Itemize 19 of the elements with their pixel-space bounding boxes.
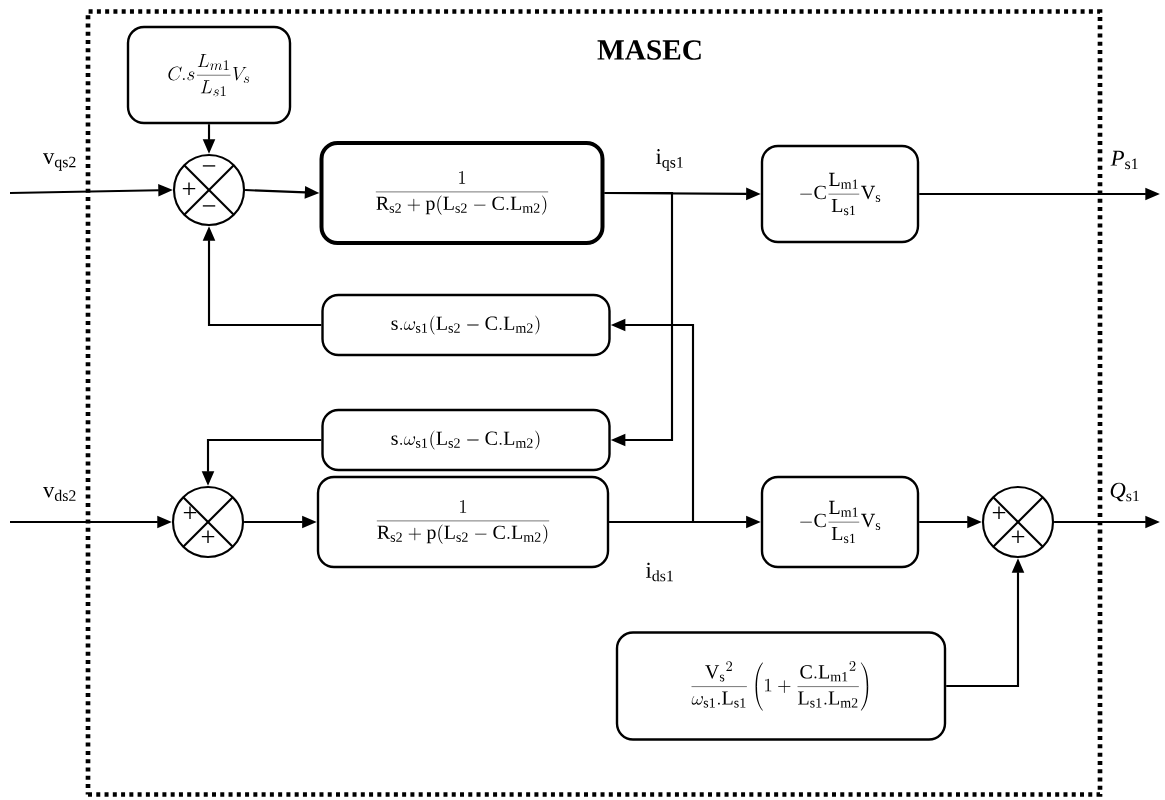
block-box: $-\mathrm{C}\frac{\mathrm{L_{m1}}}{\mathrm{L_{s1}}}\mathrm{V_s}$ (760, 475, 920, 569)
signal-label: v$_{qs2}$ (41, 152, 79, 172)
block-box: $\frac{1}{\mathrm{R_{s2}}+\mathrm{p}(\mathrm{L_{s2}}-\mathrm{C.L_{m2}})}$ (316, 475, 610, 569)
signal-label: Q$_{s1}$ (1108, 481, 1142, 503)
block-box: $\frac{1}{\mathrm{R_{s2}}+\mathrm{p}(\mathrm{L_{s2}}-\mathrm{C.L_{m2}})}$ (319, 141, 605, 245)
block-box: $\mathrm{s}.\omega_{\mathrm{s1}}(\mathrm{L_{s2}}-\mathrm{C.L_{m2}})$ (321, 293, 611, 357)
title: MASEC (597, 40, 701, 60)
block-box: $-\mathrm{C}\frac{\mathrm{L_{m1}}}{\mathrm{L_{s1}}}\mathrm{V_s}$ (760, 144, 920, 244)
signal-label: i$_{ds1}$ (644, 561, 676, 583)
summing-junction: − + − (172, 153, 246, 227)
block-box: $\frac{\mathrm{V_s}^2}{\omega_{\mathrm{s1}}.\mathrm{L_{s1}}}\left(1+\frac{\mathrm{C.L_{m1}}^2}{\mathrm{L_{s1}}.\mathrm{L_{m2}}}\right)$ (615, 631, 947, 741)
summing-junction: + + (171, 485, 245, 559)
block-box: $\mathrm{s}.\omega_{\mathrm{s1}}(\mathrm{L_{s2}}-\mathrm{C.L_{m2}})$ (321, 408, 611, 472)
arrow (604, 191, 674, 447)
signal-label: P$_{s1}$ (1109, 149, 1141, 171)
block-box: $C.s\frac{L_{m1}}{L_{s1}}V_s$ (126, 25, 292, 125)
signal-label: v$_{ds2}$ (41, 485, 79, 503)
signal-label: i$_{qs1}$ (654, 147, 686, 173)
summing-junction: + + (981, 485, 1055, 559)
